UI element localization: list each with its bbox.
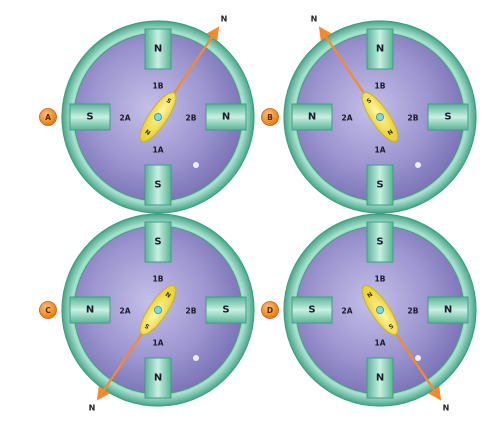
needle-label: N bbox=[89, 403, 96, 412]
step-badge bbox=[39, 301, 57, 319]
step-badge-label: B bbox=[267, 113, 273, 122]
pole-bottom bbox=[144, 357, 172, 399]
pole-bottom bbox=[144, 164, 172, 206]
pole-right-label: S bbox=[222, 305, 229, 316]
highlight-dot bbox=[415, 162, 421, 168]
pole-left bbox=[69, 103, 111, 131]
rotor-pole-head: S bbox=[144, 322, 152, 330]
rotor-pole-tail: N bbox=[143, 128, 151, 137]
pole-left bbox=[291, 296, 333, 324]
pole-top-label: N bbox=[376, 44, 384, 55]
winding-label-right: 2B bbox=[408, 307, 419, 316]
pole-top-label: S bbox=[376, 237, 383, 248]
pole-left-label: S bbox=[308, 305, 315, 316]
pole-right bbox=[205, 296, 247, 324]
step-badge bbox=[261, 301, 279, 319]
highlight-dot bbox=[193, 355, 199, 361]
pole-right bbox=[205, 103, 247, 131]
pole-right-label: N bbox=[222, 112, 230, 123]
pole-right bbox=[427, 296, 469, 324]
needle-label: N bbox=[221, 15, 228, 24]
rotor-assembly: SN bbox=[361, 284, 442, 401]
pole-left bbox=[69, 296, 111, 324]
pole-bottom-label: S bbox=[154, 180, 161, 191]
pole-left-label: S bbox=[86, 112, 93, 123]
pole-bottom-label: N bbox=[376, 373, 384, 384]
step-badge bbox=[39, 108, 57, 126]
pole-top bbox=[366, 28, 394, 70]
pole-top bbox=[144, 28, 172, 70]
winding-label-top: 1B bbox=[375, 82, 386, 91]
winding-label-right: 2B bbox=[408, 114, 419, 123]
rotor-pole-tail: N bbox=[365, 290, 373, 299]
highlight-dot bbox=[193, 162, 199, 168]
rotor-shaft bbox=[154, 113, 162, 121]
pole-bottom bbox=[366, 357, 394, 399]
winding-label-bottom: 1A bbox=[152, 146, 163, 155]
winding-label-right: 2B bbox=[186, 307, 197, 316]
rotor-assembly: SN bbox=[96, 284, 177, 401]
highlight-dot bbox=[415, 355, 421, 361]
pole-bottom-label: S bbox=[376, 180, 383, 191]
pole-bottom-label: N bbox=[154, 373, 162, 384]
winding-label-top: 1B bbox=[153, 275, 164, 284]
pole-right-label: S bbox=[444, 112, 451, 123]
pole-top bbox=[144, 221, 172, 263]
rotor-assembly: SN bbox=[318, 26, 399, 143]
rotor-pole-head: S bbox=[366, 97, 374, 105]
winding-label-right: 2B bbox=[186, 114, 197, 123]
winding-label-left: 2A bbox=[341, 307, 352, 316]
pole-left-label: N bbox=[86, 305, 94, 316]
rotor-assembly: SN bbox=[139, 26, 220, 143]
pole-top bbox=[366, 221, 394, 263]
winding-label-bottom: 1A bbox=[374, 339, 385, 348]
winding-label-top: 1B bbox=[375, 275, 386, 284]
winding-label-bottom: 1A bbox=[374, 146, 385, 155]
rotor-pole-head: S bbox=[165, 97, 173, 105]
needle-label: N bbox=[443, 403, 450, 412]
step-badge-label: D bbox=[267, 306, 273, 315]
pole-right bbox=[427, 103, 469, 131]
winding-label-bottom: 1A bbox=[152, 339, 163, 348]
pole-top-label: S bbox=[154, 237, 161, 248]
needle-label: N bbox=[311, 15, 318, 24]
winding-label-top: 1B bbox=[153, 82, 164, 91]
rotor-shaft bbox=[376, 306, 384, 314]
rotor-shaft bbox=[154, 306, 162, 314]
rotor-shaft bbox=[376, 113, 384, 121]
pole-left-label: N bbox=[308, 112, 316, 123]
pole-bottom bbox=[366, 164, 394, 206]
winding-label-left: 2A bbox=[341, 114, 352, 123]
winding-label-left: 2A bbox=[119, 114, 130, 123]
rotor-pole-tail: N bbox=[387, 128, 395, 137]
winding-label-left: 2A bbox=[119, 307, 130, 316]
step-badge bbox=[261, 108, 279, 126]
rotor-pole-head: S bbox=[387, 322, 395, 330]
pole-top-label: N bbox=[154, 44, 162, 55]
pole-right-label: N bbox=[444, 305, 452, 316]
pole-left bbox=[291, 103, 333, 131]
step-badge-label: A bbox=[45, 113, 51, 122]
step-badge-label: C bbox=[45, 306, 51, 315]
rotor-pole-tail: N bbox=[165, 290, 173, 299]
